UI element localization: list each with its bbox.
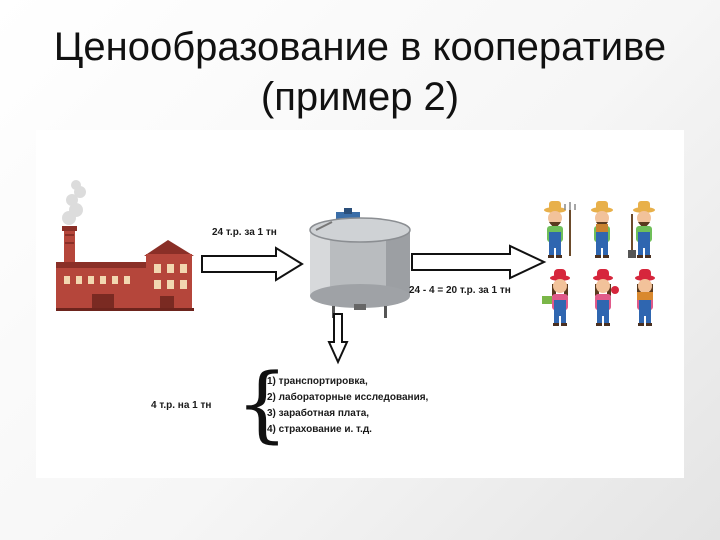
curly-brace: { (236, 357, 289, 452)
costs-label: 4 т.р. на 1 тн (151, 400, 212, 411)
costs-list-item: 2) лабораторные исследования, (267, 392, 429, 403)
costs-list: 1) транспортировка, 2) лабораторные иссл… (267, 374, 428, 438)
title-line-2: (пример 2) (260, 75, 460, 119)
milk-tank-icon (309, 208, 411, 318)
factory-icon (56, 180, 194, 311)
costs-list-item: 1) транспортировка, (267, 376, 368, 387)
costs-list-item: 4) страхование и. т.д. (267, 424, 372, 435)
costs-list-item: 3) заработная плата, (267, 408, 370, 419)
price-out-label: 24 - 4 = 20 т.р. за 1 тн (409, 285, 511, 296)
diagram-panel: 24 т.р. за 1 тн 24 - 4 = 20 т.р. за 1 тн… (36, 130, 684, 478)
price-in-label: 24 т.р. за 1 тн (212, 227, 277, 238)
arrow-tank-to-farmers (411, 244, 547, 280)
title-line-1: Ценообразование в кооперативе (53, 25, 667, 69)
arrow-factory-to-tank (201, 246, 304, 282)
farmers-group-icon (542, 201, 655, 326)
arrow-tank-to-costs (327, 313, 349, 365)
page-title: Ценообразование в кооперативе (пример 2) (0, 22, 720, 122)
diagram-graphics (56, 180, 655, 365)
